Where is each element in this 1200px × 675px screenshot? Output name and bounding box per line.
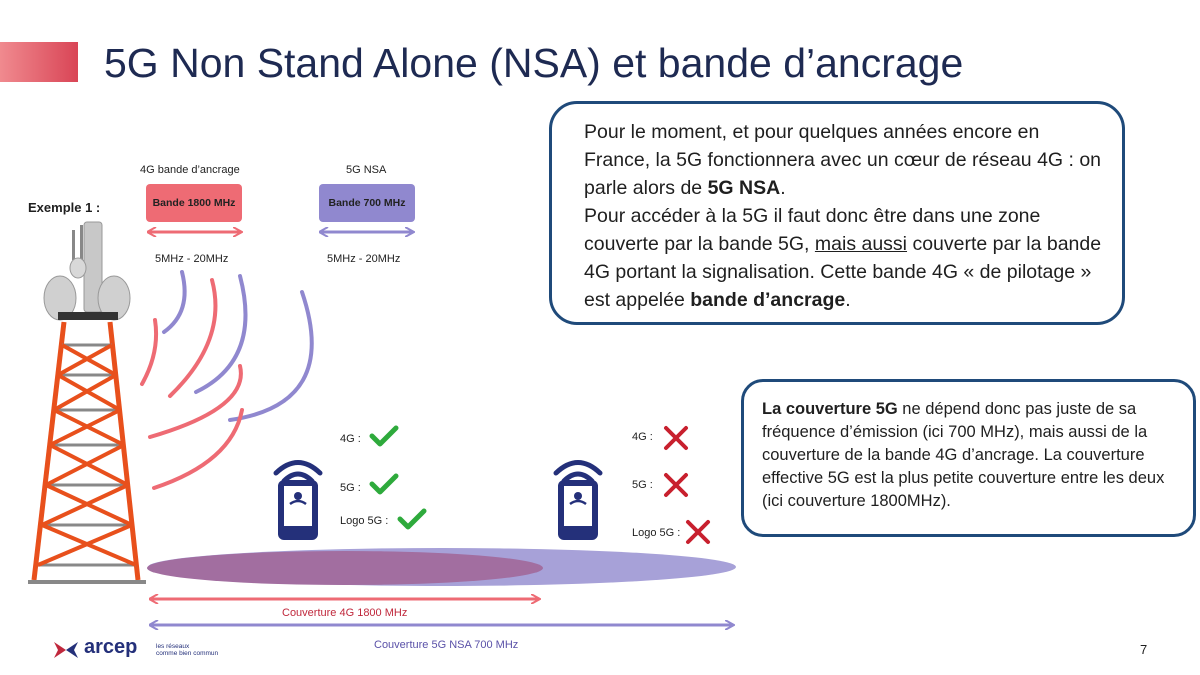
info-text-1: Pour le moment, et pour quelques années … (584, 121, 1102, 199)
info-bold-anchor: bande d’ancrage (690, 289, 846, 311)
far-status-4g: 4G : (632, 431, 653, 443)
band-4g-width: 5MHz - 20MHz (155, 253, 229, 265)
info-text-2-end: . (845, 289, 851, 311)
phone-icon-far (553, 460, 603, 540)
cross-icon (664, 473, 688, 497)
arcep-tagline: les réseaux comme bien commun (156, 643, 218, 657)
page-number: 7 (1140, 642, 1148, 657)
antenna-tower (28, 221, 146, 584)
coverage-4g-label: Couverture 4G 1800 MHz (282, 607, 408, 619)
coverage-box: La couverture 5G ne dépend donc pas just… (741, 379, 1196, 537)
arcep-tagline-1: les réseaux (156, 643, 190, 650)
near-status-5g: 5G : (340, 482, 361, 494)
signal-waves (140, 270, 314, 490)
band-1800-box: Bande 1800 MHz (146, 184, 242, 222)
info-text-2: Pour accéder à la 5G il faut donc être d… (584, 205, 1041, 255)
near-status-4g: 4G : (340, 433, 361, 445)
band-700-box: Bande 700 MHz (319, 184, 415, 222)
info-box: Pour le moment, et pour quelques années … (549, 101, 1125, 325)
example-label: Exemple 1 : (28, 200, 101, 215)
coverage-bold: La couverture 5G (762, 400, 898, 418)
band-5g-caption: 5G NSA (346, 164, 387, 176)
near-status-logo: Logo 5G : (340, 515, 389, 527)
band-4g-caption: 4G bande d’ancrage (140, 164, 240, 176)
info-underline: mais aussi (814, 233, 908, 255)
arcep-logo-mark (54, 642, 78, 658)
cross-icon (664, 426, 688, 450)
title-accent-bar (0, 42, 78, 82)
arcep-logo-text: arcep (84, 636, 138, 658)
far-status-logo: Logo 5G : (632, 527, 681, 539)
band-5g-width: 5MHz - 20MHz (327, 253, 401, 265)
coverage-text: ne dépend donc pas juste de sa fréquence… (762, 400, 1165, 510)
arcep-tagline-2: comme bien commun (156, 650, 219, 657)
check-icon (369, 425, 399, 447)
phone-icon-near (273, 460, 323, 540)
coverage-5g-label: Couverture 5G NSA 700 MHz (374, 639, 519, 651)
cross-icon (686, 520, 710, 544)
far-status-5g: 5G : (632, 479, 653, 491)
coverage-4g-ellipse (147, 551, 543, 585)
check-icon (397, 508, 427, 530)
info-text-1-end: . (780, 177, 786, 199)
info-text-2-mid: couverte par la bande 4G portant la sign… (584, 233, 1102, 311)
page-title: 5G Non Stand Alone (NSA) et bande d’ancr… (104, 40, 964, 86)
check-icon (369, 473, 399, 495)
info-bold-5g-nsa: 5G NSA (707, 177, 781, 199)
